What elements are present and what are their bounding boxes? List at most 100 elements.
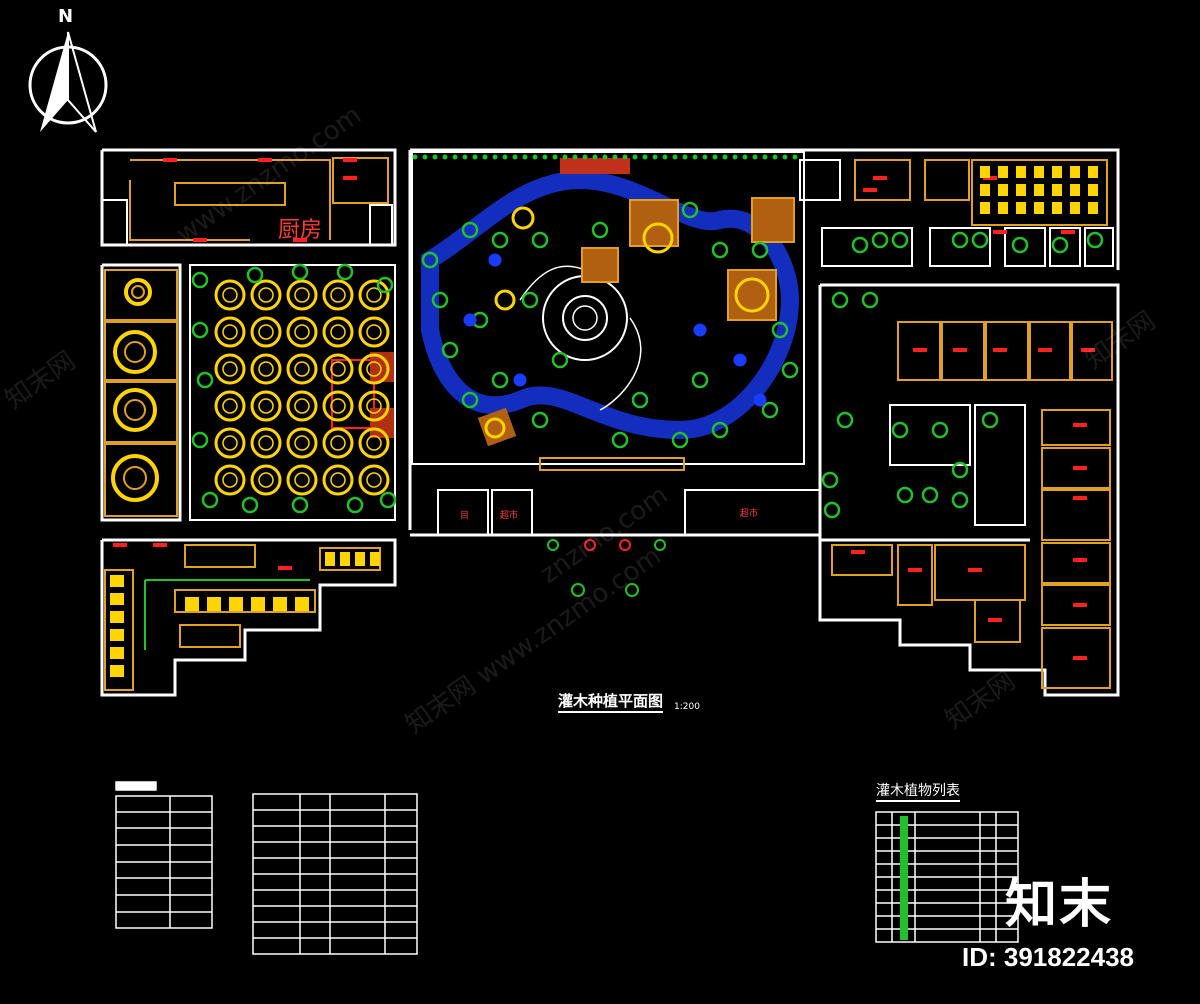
shrub-icon <box>379 491 397 509</box>
private-table-icon <box>113 388 157 432</box>
image-id: ID: 391822438 <box>962 942 1135 972</box>
shrub-icon <box>291 496 309 514</box>
seat-icon <box>1052 166 1062 178</box>
room-marker <box>1073 496 1087 500</box>
hedge-dot-icon <box>732 154 738 160</box>
plant-list-table <box>875 811 1019 943</box>
hedge-dot-icon <box>482 154 488 160</box>
round-table-icon <box>250 279 282 311</box>
garden-table-icon <box>642 222 674 254</box>
seat-icon <box>1016 166 1026 178</box>
hedge-dot-icon <box>622 154 628 160</box>
table-center-icon <box>294 324 310 340</box>
table-center-icon <box>258 472 274 488</box>
entrance-markers <box>547 539 666 597</box>
round-table-icon <box>214 279 246 311</box>
round-table-icon <box>286 464 318 496</box>
seat-icon <box>980 166 990 178</box>
round-table-icon <box>286 279 318 311</box>
lobby-rooms <box>437 457 821 536</box>
table-center-icon <box>222 398 238 414</box>
hedge-dot-icon <box>412 154 418 160</box>
kitchen-area <box>101 157 393 246</box>
round-table-icon <box>358 353 390 385</box>
north-label: N <box>58 6 74 27</box>
shrub-icon <box>951 461 969 479</box>
room-marker <box>258 158 272 162</box>
table-center-icon <box>258 287 274 303</box>
private-table-center-icon <box>124 399 146 421</box>
shrub-icon <box>981 411 999 429</box>
shrub-icon <box>931 421 949 439</box>
table-icon <box>229 597 243 611</box>
table-icon <box>185 597 199 611</box>
shrub-icon <box>681 201 699 219</box>
hedge-dot-icon <box>552 154 558 160</box>
room-marker <box>1073 423 1087 427</box>
table-center-icon <box>258 324 274 340</box>
table-center-icon <box>330 435 346 451</box>
generated-symbols <box>110 154 1104 677</box>
hedge-dot-icon <box>772 154 778 160</box>
brand-logo: 知末 <box>1005 875 1114 935</box>
hedge-dot-icon <box>462 154 468 160</box>
table-center-icon <box>222 472 238 488</box>
room-marker <box>293 238 307 242</box>
hedge-dot-icon <box>562 154 568 160</box>
round-table-icon <box>214 390 246 422</box>
shrub-icon <box>1051 236 1069 254</box>
room-marker <box>1073 558 1087 562</box>
room-marker <box>113 543 127 547</box>
round-table-icon <box>250 464 282 496</box>
shrub-icon <box>691 371 709 389</box>
shrub-icon <box>461 221 479 239</box>
round-table-icon <box>286 390 318 422</box>
round-table-icon <box>214 316 246 348</box>
round-table-icon <box>322 353 354 385</box>
table-center-icon <box>366 472 382 488</box>
room-marker <box>851 550 865 554</box>
hedge-dot-icon <box>642 154 648 160</box>
shrub-icon <box>241 496 259 514</box>
hedge-dot-icon <box>682 154 688 160</box>
shrub-icon <box>861 291 879 309</box>
shrub-icon <box>491 371 509 389</box>
shrub-icon <box>191 271 209 289</box>
hedge-dot-icon <box>522 154 528 160</box>
round-table-icon <box>322 390 354 422</box>
room-marker <box>953 348 967 352</box>
room-marker <box>1038 348 1052 352</box>
shrub-icon <box>836 411 854 429</box>
room-label: 超市 <box>740 509 759 519</box>
plan-title: 灌木种植平面图 <box>558 690 664 713</box>
shrub-icon <box>461 391 479 409</box>
room-marker <box>343 158 357 162</box>
seat-icon <box>998 166 1008 178</box>
shrub-icon <box>891 421 909 439</box>
room-marker <box>1061 230 1075 234</box>
seat-icon <box>370 552 380 566</box>
private-table-center-icon <box>123 466 147 490</box>
shrub-icon <box>711 241 729 259</box>
kitchen-label: 厨房 <box>278 218 323 243</box>
seat-icon <box>1016 202 1026 214</box>
table-center-icon <box>258 435 274 451</box>
plant-table-title: 灌木植物列表 <box>876 780 960 802</box>
table-center-icon <box>222 287 238 303</box>
hedge-dot-icon <box>542 154 548 160</box>
room-marker <box>1073 466 1087 470</box>
table-center-icon <box>294 472 310 488</box>
hedge-dot-icon <box>722 154 728 160</box>
plan-scale: 1:200 <box>674 702 700 712</box>
shrub-icon <box>891 231 909 249</box>
shrub-icon <box>591 221 609 239</box>
round-table-icon <box>358 316 390 348</box>
table-center-icon <box>222 435 238 451</box>
table-center-icon <box>222 324 238 340</box>
water-feature-icon <box>513 373 527 387</box>
water-feature-icon <box>753 393 767 407</box>
table-center-icon <box>258 361 274 377</box>
seat-icon <box>1070 202 1080 214</box>
room-marker <box>908 568 922 572</box>
